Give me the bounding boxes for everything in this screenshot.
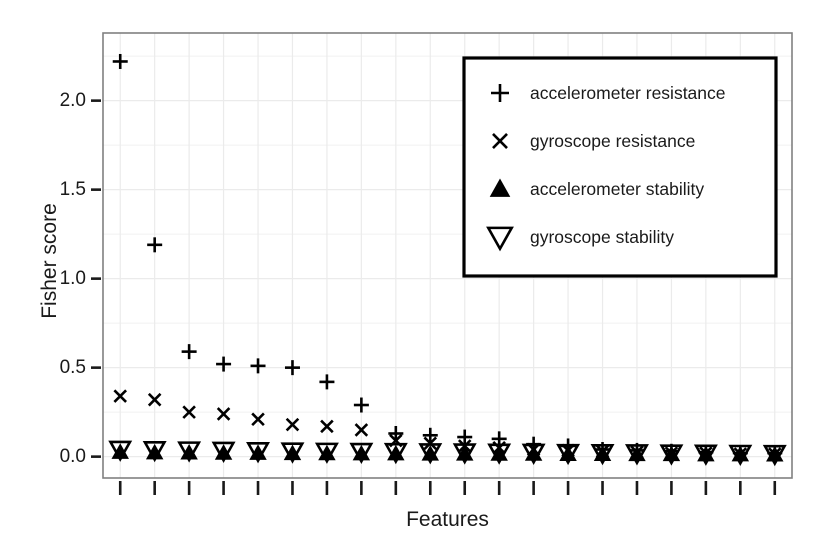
grid-minor-lines (103, 55, 792, 413)
y-tick-label: 2.0 (59, 89, 86, 111)
y-tick-label: 1.5 (59, 178, 86, 200)
cross-icon (492, 133, 508, 149)
legend-label: accelerometer resistance (530, 83, 726, 103)
triangle-up-filled-icon (489, 178, 511, 197)
x-axis-title: Features (406, 508, 489, 531)
legend: accelerometer resistance gyroscope resist… (462, 56, 778, 278)
legend-border (462, 56, 778, 278)
y-tick-label: 0.5 (59, 356, 86, 378)
y-axis-tick-labels: 0.0 0.5 1.0 1.5 2.0 (34, 0, 86, 554)
legend-item-accelerometer-resistance: accelerometer resistance (491, 83, 726, 103)
y-tick-label: 1.0 (59, 267, 86, 289)
legend-entries: accelerometer resistance gyroscope resist… (486, 83, 726, 252)
legend-item-gyroscope-stability: gyroscope stability (486, 226, 674, 252)
data-markers (108, 53, 787, 467)
legend-item-accelerometer-stability: accelerometer stability (489, 178, 704, 199)
legend-label: gyroscope stability (530, 227, 674, 247)
legend-item-gyroscope-resistance: gyroscope resistance (492, 131, 695, 151)
plus-icon (491, 84, 509, 102)
y-axis-ticks (91, 99, 101, 458)
legend-label: gyroscope resistance (530, 131, 695, 151)
x-axis-ticks (118, 481, 777, 495)
y-tick-label: 0.0 (59, 445, 86, 467)
panel-border (102, 32, 793, 479)
legend-label: accelerometer stability (530, 179, 704, 199)
triangle-down-open-icon (486, 226, 514, 252)
series-gyroscope-stability (108, 440, 787, 467)
